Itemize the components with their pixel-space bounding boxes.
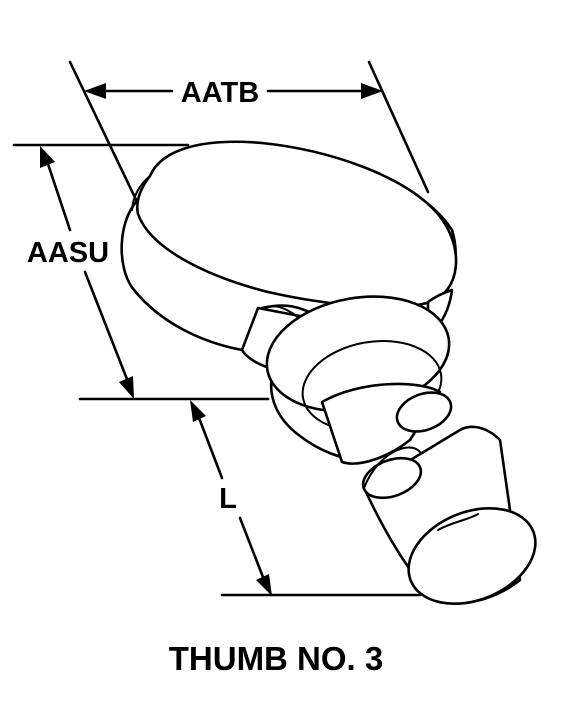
dimension-l: L [190,400,272,596]
aatb-label: AATB [181,77,259,109]
stem-upper-end [395,391,453,433]
aasu-upper-dim-line [42,150,72,232]
dimension-aatb: AATB [84,77,383,109]
aasu-bottom-arrow [119,376,134,399]
l-bottom-arrow [256,574,272,596]
l-upper-dim-line [194,408,224,480]
thumb-part [120,140,537,606]
aasu-lower-dim-line [83,270,134,394]
extension-lines [12,60,430,597]
left-extension-line [68,60,142,210]
aatb-right-arrow [361,83,383,99]
stem-end-highlight [437,513,479,531]
right-extension-line [367,60,430,194]
caption: THUMB NO. 3 [169,640,384,677]
head-left-facet [131,175,151,211]
stem-end-cap [407,506,537,606]
aasu-top-arrow [40,146,55,168]
stem-lower-break [363,446,421,489]
aatb-left-arrow [84,83,106,99]
aasu-label: AASU [27,237,109,269]
dimension-aasu: AASU [27,146,134,399]
l-top-arrow [190,400,206,422]
l-label: L [219,483,237,515]
